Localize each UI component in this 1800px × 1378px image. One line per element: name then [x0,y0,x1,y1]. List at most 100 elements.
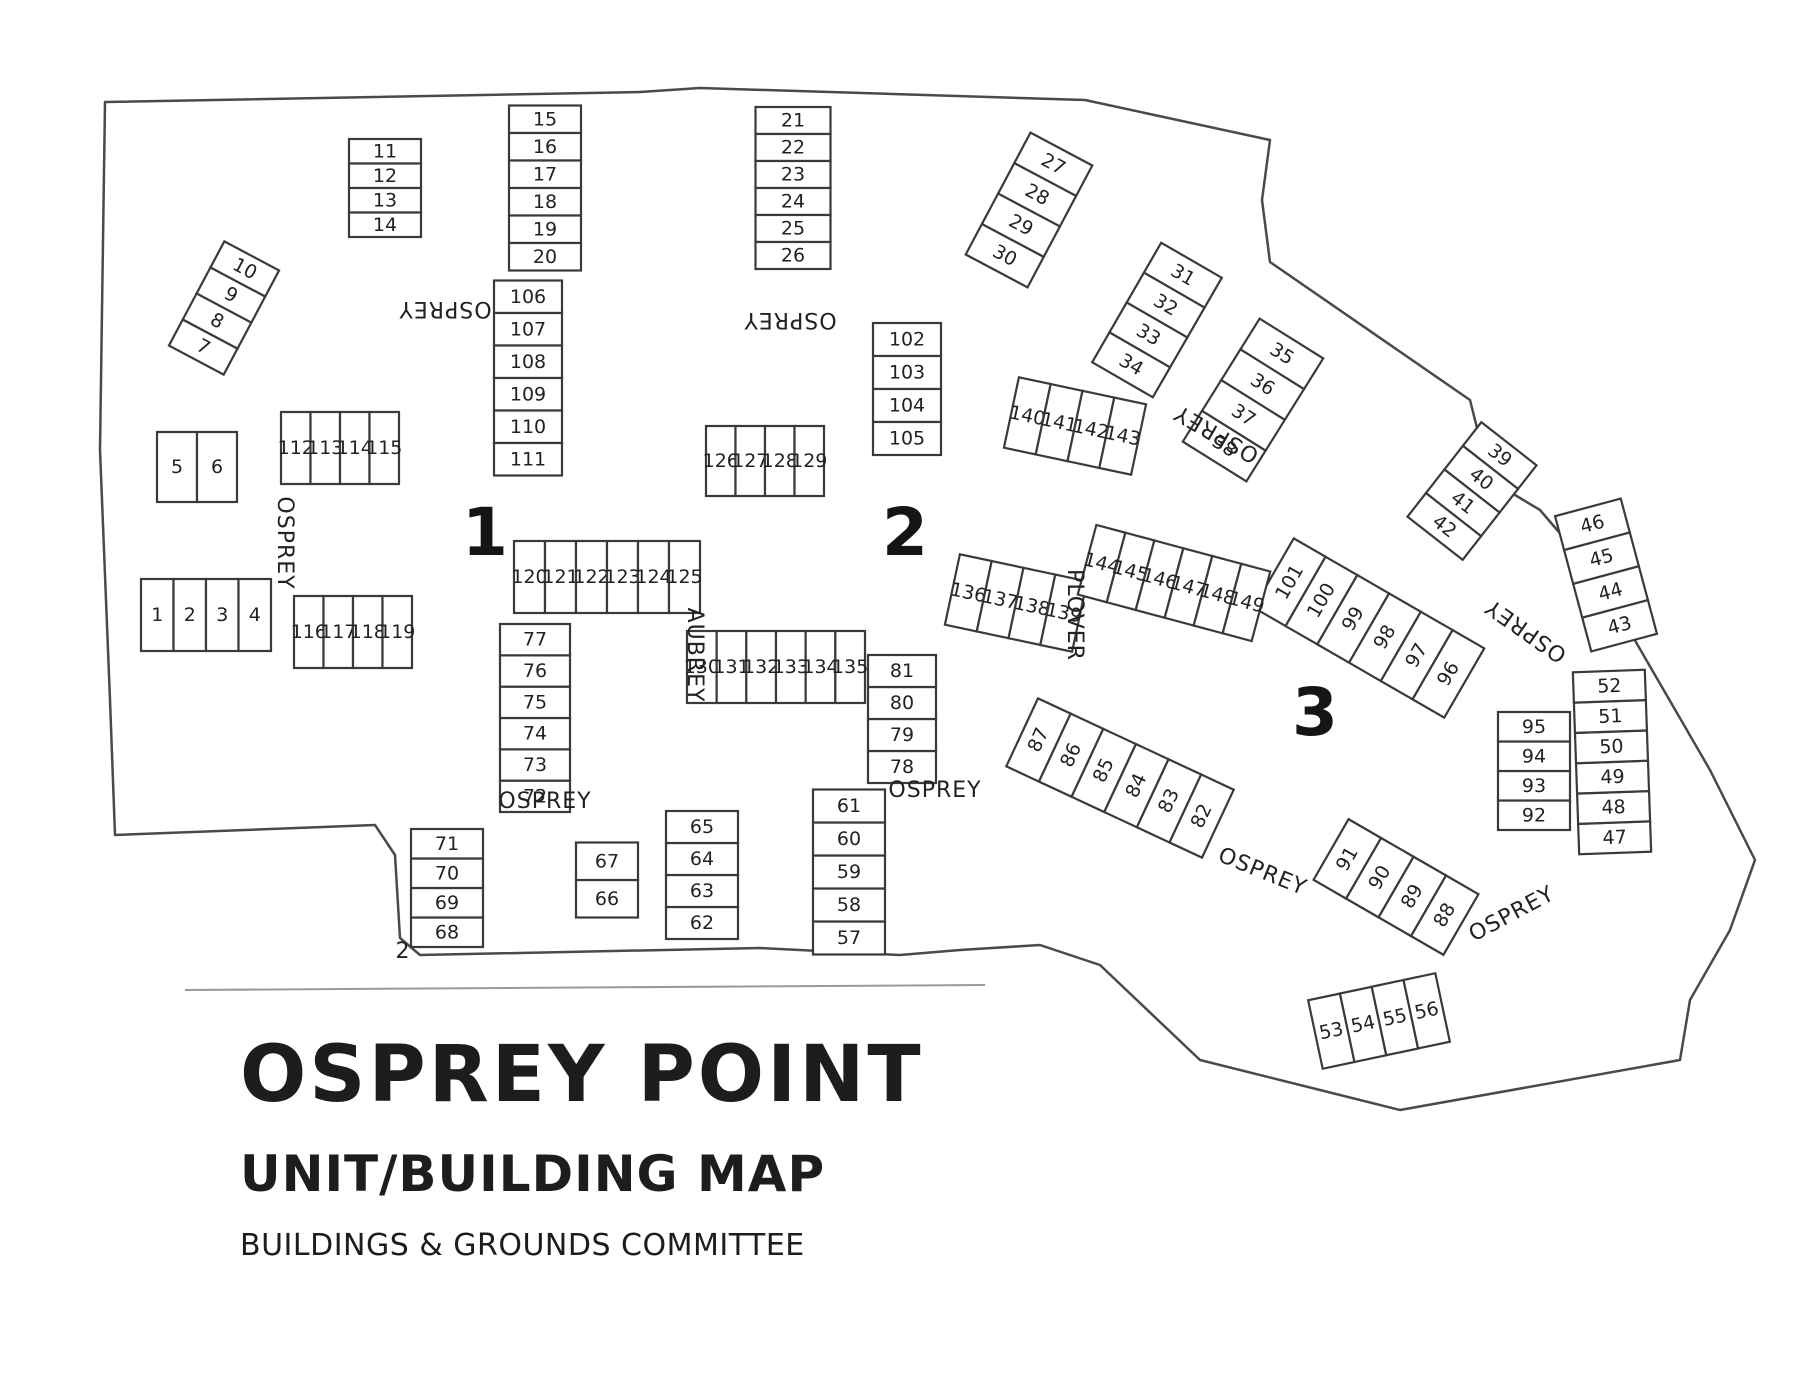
unit-cell[interactable] [172,577,208,653]
unit-cell[interactable] [1181,409,1268,483]
unit-cell[interactable] [1252,536,1327,628]
unit-cell[interactable] [1571,668,1647,704]
unit-number: 80 [890,692,914,714]
unit-cell[interactable] [574,841,640,882]
unit-cell[interactable] [347,211,423,239]
unit-number: 52 [1597,675,1622,698]
unit-number: 14 [373,214,397,236]
unit-cell[interactable] [543,539,578,615]
unit-cell[interactable] [1553,497,1632,552]
unit-number: 77 [523,629,547,651]
street-label-osprey: OSPREY [498,789,591,814]
unit-cell[interactable] [704,424,737,498]
unit-cell[interactable] [279,410,312,486]
unit-cell[interactable] [322,594,355,670]
unit-cell[interactable] [237,577,273,653]
unit-cell[interactable] [1039,573,1089,654]
unit-cell[interactable] [804,629,837,705]
unit-number: 11 [373,140,397,162]
unit-cell[interactable] [1312,817,1383,901]
unit-number: 112 [278,437,314,459]
unit-cell[interactable] [351,594,384,670]
unit-number: 24 [781,191,805,213]
unit-cell[interactable] [195,430,239,504]
unit-number: 102 [889,329,925,351]
section-3-label: 3 [1292,674,1338,751]
street-label-plover: PLOVER [1062,569,1087,661]
unit-number: 65 [690,816,714,838]
unit-number: 5 [171,456,183,478]
unit-cell[interactable] [605,539,640,615]
unit-cell[interactable] [507,241,583,272]
unit-number: 94 [1522,745,1546,767]
unit-cell[interactable] [512,539,547,615]
unit-number: 20 [533,246,557,268]
unit-cell[interactable] [811,788,887,824]
unit-cell[interactable] [664,809,740,845]
unit-number: 63 [690,880,714,902]
unit-number: 103 [889,362,925,384]
unit-number: 58 [837,894,861,916]
unit-cell[interactable] [866,653,938,689]
unit-number: 68 [435,921,459,943]
unit-cell[interactable] [139,577,175,653]
unit-number: 25 [781,218,805,240]
unit-cell[interactable] [685,629,718,705]
unit-cell[interactable] [492,441,564,477]
unit-cell[interactable] [1004,696,1073,784]
unit-cell[interactable] [871,420,943,457]
unit-number: 56 [1413,998,1441,1025]
unit-number: 2 [184,604,196,626]
unit-cell[interactable] [208,239,281,298]
unit-cell[interactable] [734,424,767,498]
unit-number: 55 [1381,1004,1409,1031]
unit-cell[interactable] [1496,710,1572,743]
unit-cell[interactable] [498,622,572,657]
unit-cell[interactable] [763,424,796,498]
unit-cell[interactable] [1098,396,1148,477]
street-label-osprey: OSPREY [888,778,981,803]
section-1-label: 1 [462,494,508,571]
unit-cell[interactable] [204,577,240,653]
unit-cell[interactable] [409,827,485,860]
unit-number: 116 [291,621,327,643]
unit-number: 113 [307,437,343,459]
unit-number: 72 [523,785,547,807]
unit-cell[interactable] [667,539,702,615]
unit-cell[interactable] [368,410,401,486]
unit-cell[interactable] [834,629,867,705]
unit-number: 6 [211,456,223,478]
unit-number: 21 [781,110,805,132]
unit-cell[interactable] [381,594,414,670]
unit-cell[interactable] [1090,330,1172,399]
unit-number: 66 [595,888,619,910]
unit-number: 22 [781,137,805,159]
unit-cell[interactable] [964,222,1046,289]
unit-cell[interactable] [636,539,671,615]
unit-number: 75 [523,691,547,713]
unit-cell[interactable] [1405,491,1483,562]
street-label-osprey: OSPREY [1215,843,1311,901]
unit-cell[interactable] [793,424,826,498]
unit-number: 47 [1602,826,1627,849]
unit-cell[interactable] [155,430,199,504]
unit-number: 73 [523,754,547,776]
unit-cell[interactable] [1221,562,1272,643]
street-label-osprey: OSPREY [743,307,836,332]
unit-cell[interactable] [745,629,778,705]
unit-cell[interactable] [754,240,832,271]
unit-cell[interactable] [1402,971,1452,1050]
unit-number: 126 [703,450,739,472]
unit-number: 92 [1522,804,1546,826]
